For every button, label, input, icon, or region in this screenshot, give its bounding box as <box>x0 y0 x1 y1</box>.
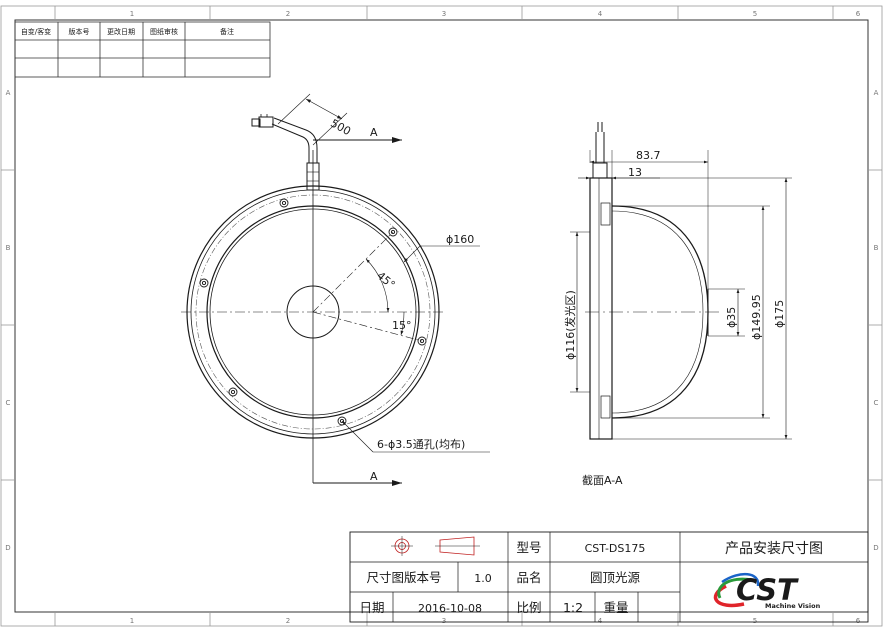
dim-inner-diameter: ϕ149.95 <box>750 294 763 340</box>
zone-col-6: 6 <box>856 10 861 18</box>
revision-table: 自变/客变 版本号 更改日期 图纸审核 备注 <box>14 21 271 78</box>
side-section-view <box>570 122 792 440</box>
zone-row-d-right: D <box>873 544 878 552</box>
zone-col-6-bottom: 6 <box>856 617 861 625</box>
model-label: 型号 <box>516 540 541 555</box>
drawing-title: 产品安装尺寸图 <box>725 541 823 557</box>
title-block: 型号 CST-DS175 产品安装尺寸图 尺寸图版本号 1.0 品名 圆顶光源 … <box>349 531 869 623</box>
zone-col-5: 5 <box>753 10 757 18</box>
mounting-holes <box>199 198 427 426</box>
section-mark-bottom: A <box>370 470 378 483</box>
dim-outer-diameter: ϕ175 <box>773 300 786 328</box>
zone-row-a: A <box>6 89 11 97</box>
cst-logo: CST Machine Vision <box>713 573 821 610</box>
drawing-frame <box>0 5 883 627</box>
zone-row-c: C <box>6 399 11 407</box>
name-value: 圆顶光源 <box>590 570 641 585</box>
version-value: 1.0 <box>474 572 492 585</box>
logo-tagline: Machine Vision <box>765 602 821 610</box>
zone-col-2-bottom: 2 <box>286 617 290 625</box>
zone-row-c-right: C <box>874 399 879 407</box>
dim-emitting-area: ϕ116(发光区) <box>563 290 577 360</box>
zone-col-2: 2 <box>286 10 290 18</box>
zone-col-5-bottom: 5 <box>753 617 757 625</box>
zone-row-b-right: B <box>874 244 879 252</box>
rev-header-notes: 备注 <box>220 27 234 36</box>
section-view-label: 截面A-A <box>582 473 623 487</box>
zone-row-b: B <box>6 244 11 252</box>
zone-col-3: 3 <box>442 10 446 18</box>
section-mark-top: A <box>370 126 378 139</box>
rev-header-review: 图纸审核 <box>150 27 178 36</box>
dim-front-outer-diameter: ϕ160 <box>446 233 474 246</box>
rev-header-change-type: 自变/客变 <box>21 27 51 36</box>
zone-col-1: 1 <box>130 10 134 18</box>
dim-angle-45: 45° <box>374 269 397 291</box>
zone-col-3-bottom: 3 <box>442 617 446 625</box>
version-label: 尺寸图版本号 <box>366 570 441 585</box>
projection-symbol-icon <box>391 536 480 556</box>
dim-total-depth: 83.7 <box>636 149 661 162</box>
name-label: 品名 <box>516 570 541 585</box>
weight-label: 重量 <box>603 600 628 615</box>
date-label: 日期 <box>359 600 384 615</box>
logo-brand: CST <box>736 573 799 607</box>
dim-angle-15: 15° <box>392 319 412 332</box>
dim-base-height: 13 <box>628 166 642 179</box>
rev-header-version: 版本号 <box>69 27 90 36</box>
front-view <box>181 93 490 486</box>
model-value: CST-DS175 <box>585 542 646 555</box>
dim-cable-length: 500 <box>328 117 353 139</box>
zone-col-4-bottom: 4 <box>598 617 603 625</box>
scale-value: 1:2 <box>563 600 583 615</box>
zone-row-a-right: A <box>874 89 879 97</box>
dim-top-hole: ϕ35 <box>725 307 738 328</box>
border-zone-labels: 1 2 3 4 5 6 1 2 3 4 5 6 A B C D A B C D <box>5 10 878 625</box>
scale-label: 比例 <box>516 600 541 615</box>
zone-col-1-bottom: 1 <box>130 617 134 625</box>
dim-mounting-holes: 6-ϕ3.5通孔(均布) <box>377 438 465 451</box>
zone-col-4: 4 <box>598 10 603 18</box>
date-value: 2016-10-08 <box>418 602 482 615</box>
zone-row-d: D <box>5 544 10 552</box>
rev-header-date: 更改日期 <box>107 27 135 36</box>
